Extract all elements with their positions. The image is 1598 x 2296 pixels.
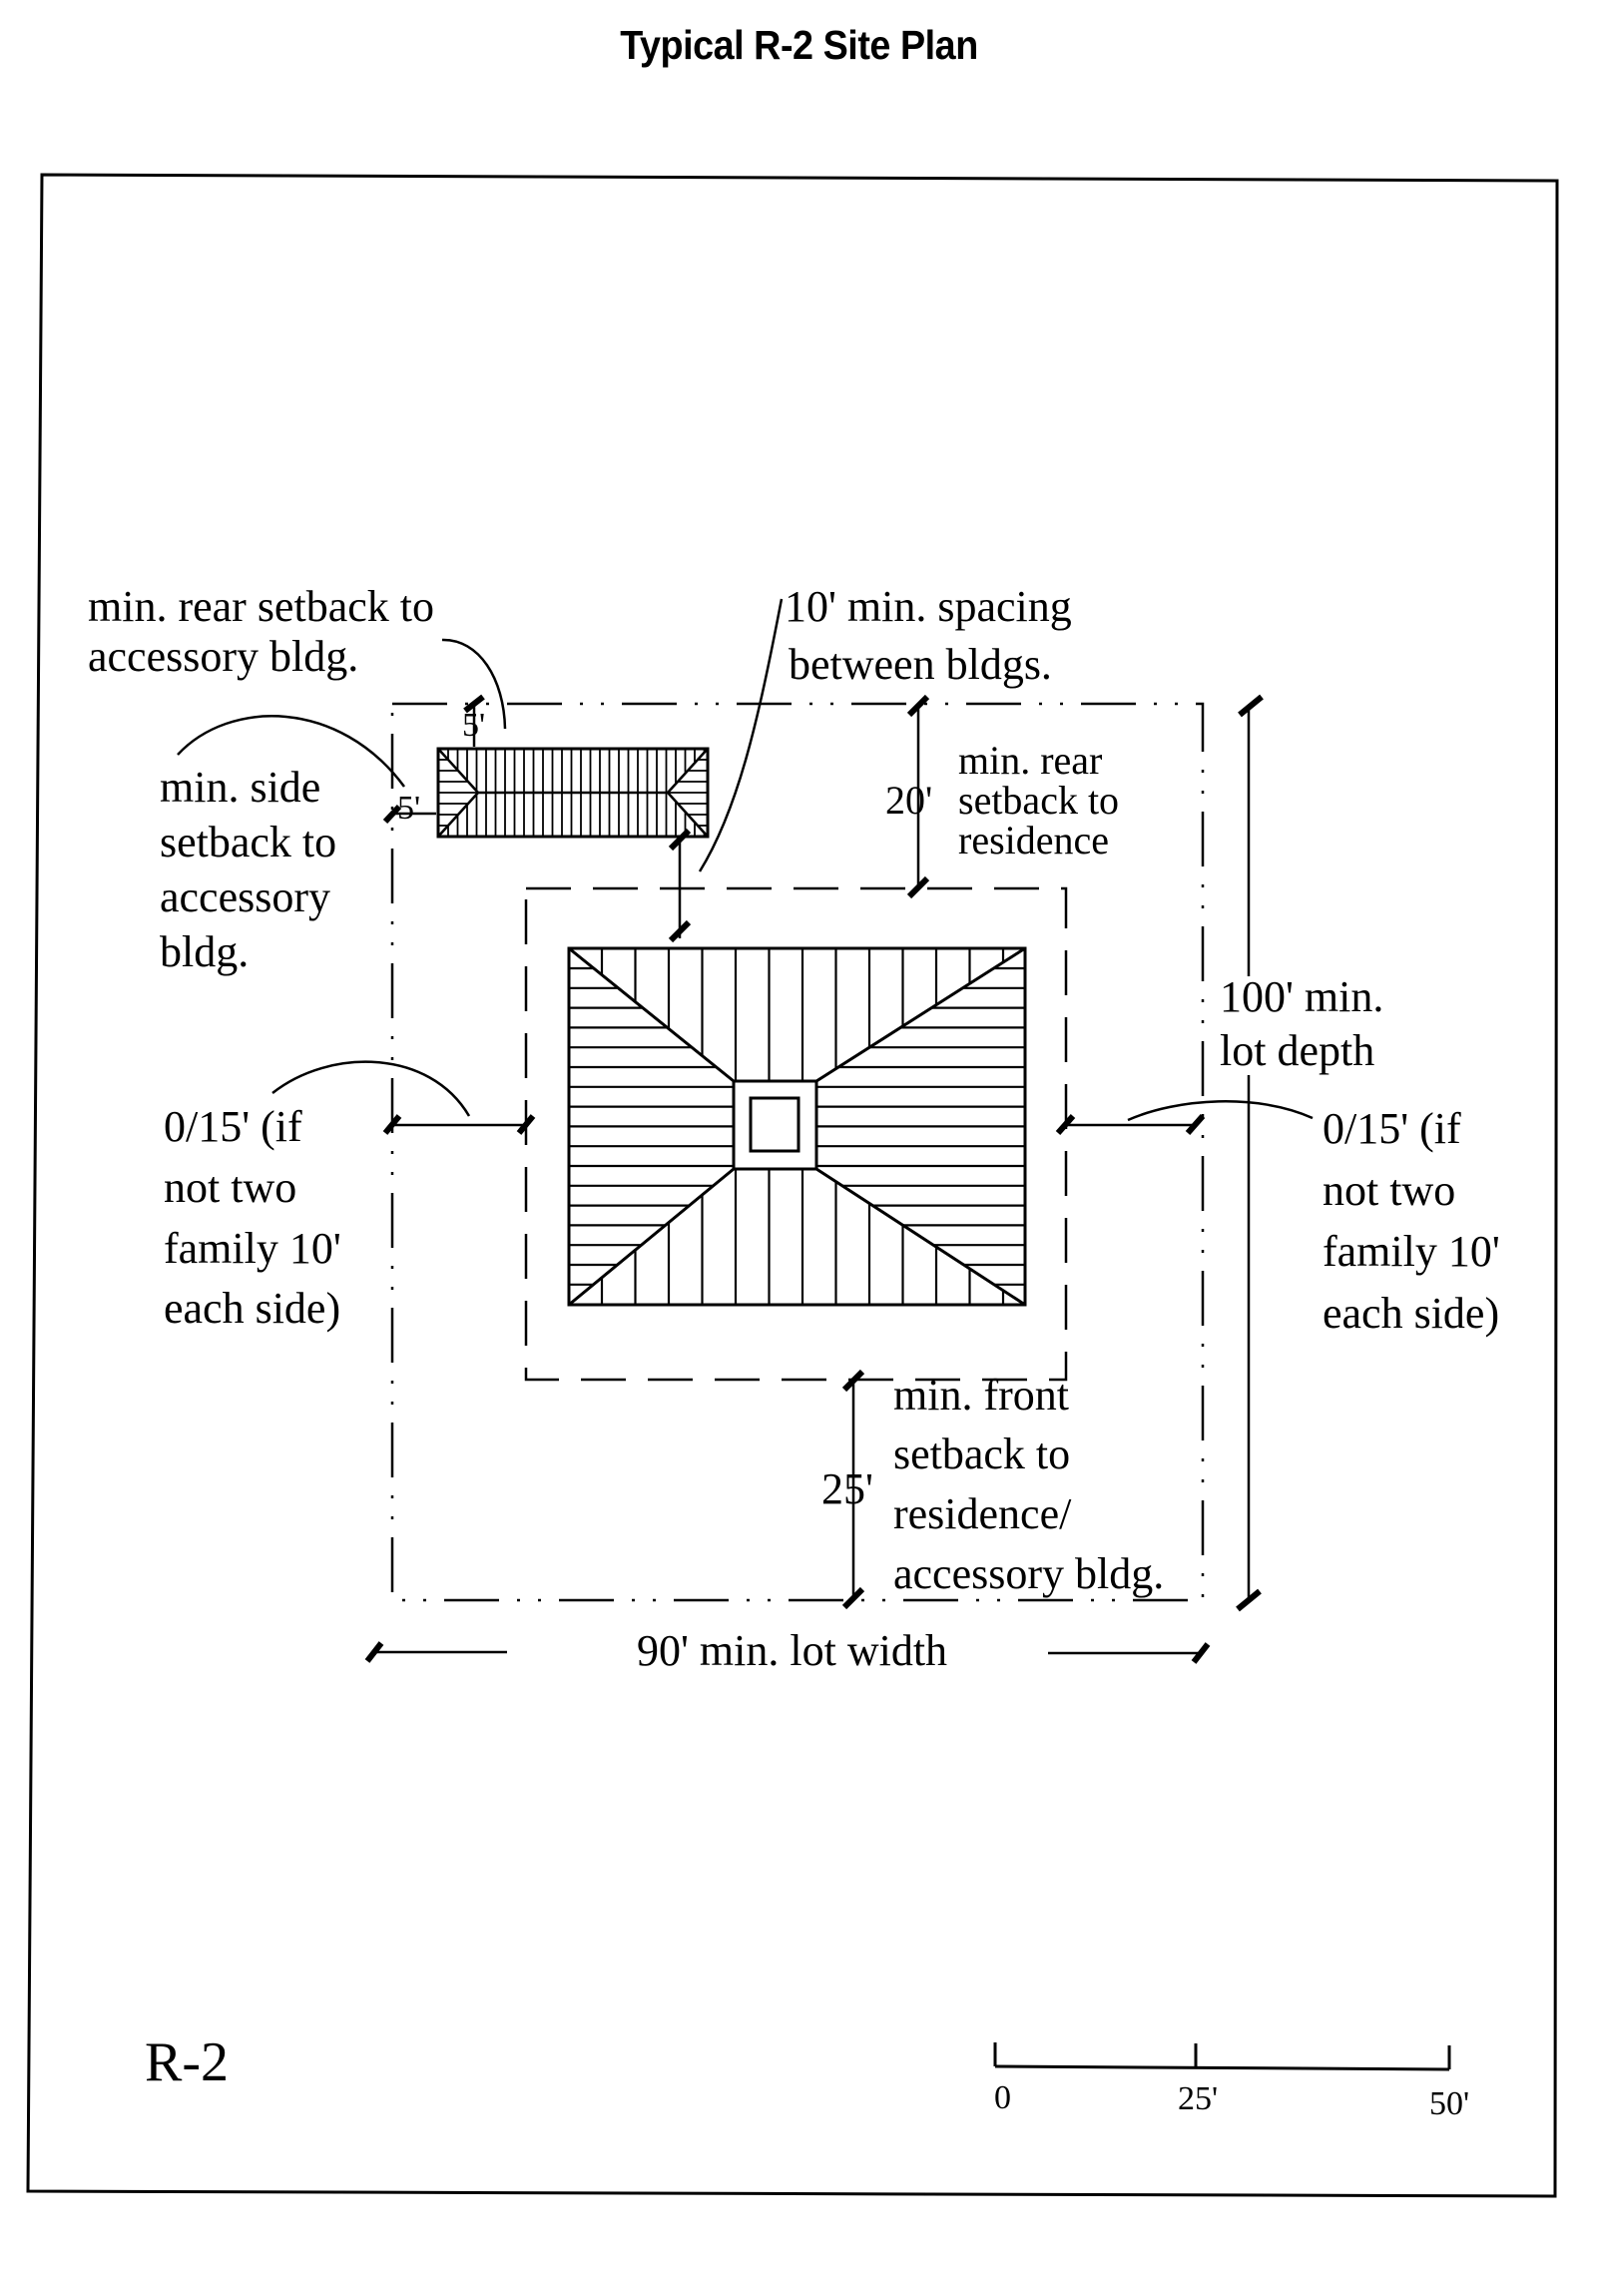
label-line: min. front <box>893 1371 1069 1420</box>
label-line: each side) <box>1323 1289 1499 1338</box>
label-line: not two <box>164 1163 296 1212</box>
label-side-setback-right: 0/15' (if not two family 10' each side) <box>1323 1104 1500 1338</box>
dimension-lot-depth <box>1236 694 1264 1612</box>
label-line: family 10' <box>1323 1227 1500 1276</box>
dimension-value: 5' <box>397 790 420 827</box>
roof-hatch-line <box>815 946 1026 1083</box>
label-line: setback to <box>160 818 336 866</box>
accessory-building <box>436 747 710 839</box>
label-front-setback: min. front setback to residence/ accesso… <box>821 1371 1164 1598</box>
dimension-rear-setback-residence <box>906 694 930 899</box>
page-title: Typical R-2 Site Plan <box>620 22 978 68</box>
residence-building <box>567 946 1027 1307</box>
scale-bar-label-25: 25' <box>1178 2080 1218 2117</box>
label-lot-depth: 100' min. lot depth <box>1220 972 1383 1075</box>
label-line: between bldgs. <box>789 640 1052 689</box>
scale-bar-line <box>994 2064 1450 2071</box>
label-line: setback to <box>893 1430 1070 1478</box>
label-side-setback-left: 0/15' (if not two family 10' each side) <box>164 1102 341 1333</box>
scale-bar-label-0: 0 <box>994 2079 1011 2116</box>
dimension-rear-setback-accessory <box>441 638 507 747</box>
residence-setback-envelope <box>524 886 1068 1382</box>
label-line: family 10' <box>164 1224 341 1273</box>
dimension-value: 20' <box>885 778 932 823</box>
roof-hatch-line <box>815 1167 1026 1307</box>
label-line: setback to <box>958 778 1119 823</box>
label-side-setback-accessory: min. side setback to accessory bldg. 5' <box>160 763 420 976</box>
scale-bar-label-50: 50' <box>1429 2085 1469 2122</box>
label-line: 0/15' (if <box>164 1102 302 1151</box>
label-line: min. rear <box>958 738 1102 783</box>
dimension-side-setback-right <box>1055 1100 1314 1135</box>
district-label: R-2 <box>145 2031 229 2093</box>
label-line: each side) <box>164 1284 340 1333</box>
dimension-side-setback-accessory <box>177 715 436 825</box>
label-line: residence/ <box>893 1489 1072 1538</box>
roof-center-flat <box>732 1079 818 1171</box>
roof-hatch-line <box>568 1167 735 1307</box>
label-line: 100' min. <box>1220 972 1383 1021</box>
dimension-building-spacing <box>668 598 784 943</box>
dimension-value: 25' <box>821 1464 873 1513</box>
dimension-front-setback <box>841 1369 865 1610</box>
label-rear-setback-accessory: min. rear setback to accessory bldg. 5' <box>88 582 485 744</box>
accessory-outline <box>436 747 710 839</box>
label-line: bldg. <box>160 927 249 976</box>
residence-outline <box>567 946 1027 1307</box>
label-line: residence <box>958 818 1109 862</box>
label-line: min. rear setback to <box>88 582 434 631</box>
dimension-value: 5' <box>462 707 485 744</box>
label-line: min. side <box>160 763 320 812</box>
label-line: lot depth <box>1220 1026 1374 1075</box>
label-line: 10' min. spacing <box>785 582 1072 631</box>
label-line: accessory bldg. <box>893 1549 1164 1598</box>
label-lot-width: 90' min. lot width <box>637 1626 947 1675</box>
lot-boundary <box>390 702 1205 1602</box>
drawing-frame <box>26 173 1559 2198</box>
label-line: accessory <box>160 872 330 921</box>
chimney-square <box>749 1096 800 1153</box>
dimension-side-setback-left <box>271 1060 536 1135</box>
dimension-lot-width <box>364 1641 1211 1664</box>
roof-hatch-line <box>568 946 735 1083</box>
label-line: not two <box>1323 1166 1455 1215</box>
label-line: accessory bldg. <box>88 632 358 681</box>
label-line: 0/15' (if <box>1323 1104 1461 1153</box>
label-spacing-between-bldgs: 10' min. spacing between bldgs. <box>785 582 1072 689</box>
label-rear-setback-residence: min. rear setback to residence 20' <box>885 738 1119 862</box>
scale-bar <box>993 2042 1451 2071</box>
